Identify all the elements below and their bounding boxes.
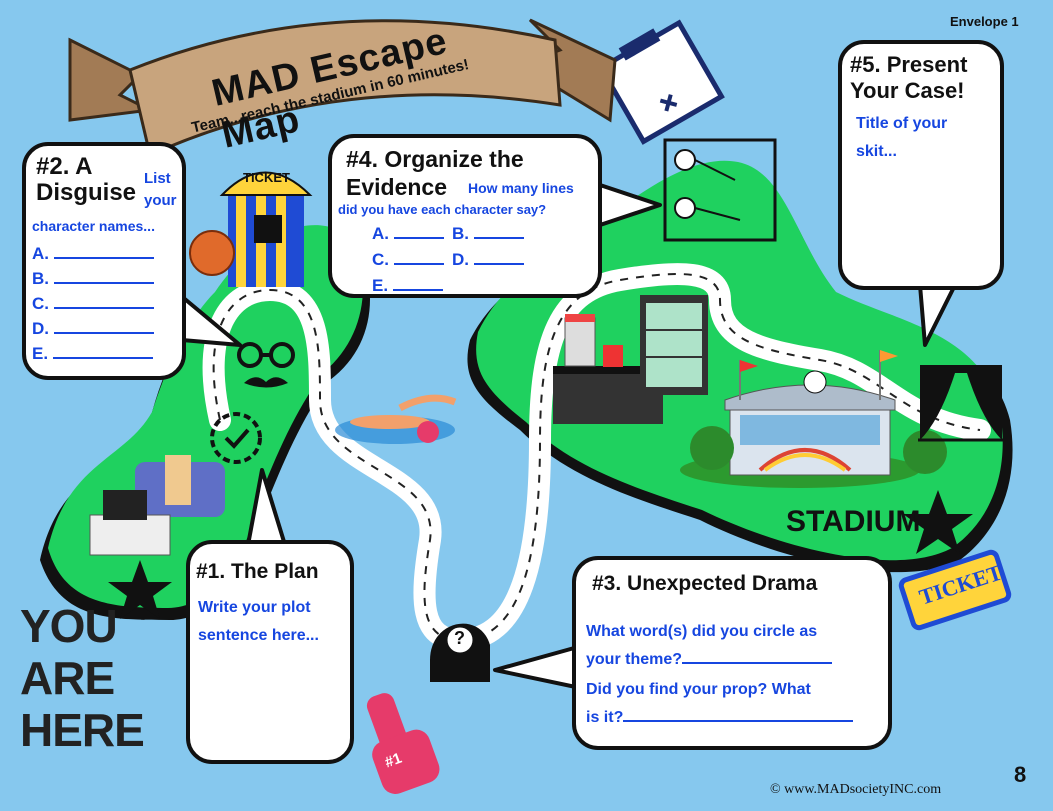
disguise-bubble: #2. A Disguise List your character names… bbox=[22, 142, 186, 380]
answer-blank[interactable] bbox=[53, 307, 154, 309]
answer-blank[interactable] bbox=[682, 662, 833, 664]
clipboard-icon bbox=[597, 19, 725, 145]
page-number: 8 bbox=[1014, 762, 1027, 787]
evidence-board-icon bbox=[663, 138, 777, 242]
list-item: D. bbox=[452, 250, 524, 270]
list-item: E. bbox=[32, 344, 154, 364]
banner-scroll bbox=[68, 18, 617, 158]
present-bubble: #5. Present Your Case! Title of your ski… bbox=[838, 40, 1004, 290]
evidence-title-line2: Evidence bbox=[346, 174, 447, 200]
list-item: E. bbox=[372, 276, 444, 296]
plan-title: #1. The Plan bbox=[196, 560, 319, 583]
list-item: C. bbox=[372, 250, 444, 270]
list-item: B. bbox=[452, 224, 524, 244]
mystery-label: ? bbox=[454, 628, 465, 648]
list-item: A. bbox=[372, 224, 444, 244]
mystery-head-icon bbox=[430, 623, 490, 682]
basketball-icon bbox=[189, 230, 235, 276]
evidence-bubble: #4. Organize the Evidence How many lines… bbox=[328, 134, 602, 298]
answer-blank[interactable] bbox=[473, 237, 524, 239]
drinks-fridge-icon bbox=[640, 295, 708, 395]
ticket-booth-label: TICKET bbox=[243, 170, 290, 185]
plan-bubble: #1. The Plan Write your plot sentence he… bbox=[186, 540, 354, 764]
swimmer-icon bbox=[350, 394, 457, 443]
star-icon bbox=[903, 490, 973, 554]
ticket-booth-icon bbox=[219, 171, 313, 287]
present-prompt: Title of your skit... bbox=[856, 115, 948, 160]
list-item: D. bbox=[32, 319, 154, 339]
answer-blank[interactable] bbox=[53, 332, 154, 334]
answer-blank[interactable] bbox=[53, 282, 154, 284]
evidence-prompt-a: How many lines bbox=[468, 180, 574, 196]
disguise-list: A. B. C. D. E. bbox=[32, 244, 154, 369]
answer-blank[interactable] bbox=[623, 720, 854, 722]
answer-blank[interactable] bbox=[52, 357, 153, 359]
stadium-label: STADIUM bbox=[786, 505, 921, 538]
drama-question-1: What word(s) did you circle as your them… bbox=[586, 618, 833, 674]
drama-bubble: #3. Unexpected Drama What word(s) did yo… bbox=[572, 556, 892, 750]
answer-blank[interactable] bbox=[393, 263, 444, 265]
star-icon bbox=[108, 560, 172, 619]
disguise-prompt-a: List your bbox=[144, 170, 177, 209]
present-title: #5. Present Your Case! bbox=[850, 52, 968, 103]
stage-curtain-icon bbox=[918, 365, 1004, 442]
answer-blank[interactable] bbox=[473, 263, 524, 265]
drama-title: #3. Unexpected Drama bbox=[592, 572, 818, 595]
evidence-title-line1: #4. Organize the bbox=[346, 146, 524, 172]
evidence-right-list: B. D. bbox=[452, 224, 524, 270]
living-room-icon bbox=[89, 455, 225, 556]
plan-gear-icon bbox=[210, 412, 262, 464]
ticket-stub-icon bbox=[898, 549, 1012, 631]
drama-question-2: Did you find your prop? What is it? bbox=[586, 676, 854, 732]
copyright: © www.MADsocietyINC.com bbox=[770, 782, 942, 797]
plan-prompt: Write your plot sentence here... bbox=[198, 599, 319, 644]
answer-blank[interactable] bbox=[392, 289, 443, 291]
stadium-icon bbox=[680, 350, 920, 488]
answer-blank[interactable] bbox=[53, 257, 154, 259]
foam-finger-icon bbox=[366, 693, 440, 794]
evidence-left-list: A. C. E. bbox=[372, 224, 444, 296]
envelope-label: Envelope 1 bbox=[950, 14, 1019, 29]
disguise-prompt-b: character names... bbox=[32, 218, 155, 234]
you-are-here-label: YOU ARE HERE bbox=[20, 600, 145, 756]
disguise-title: #2. A Disguise bbox=[36, 153, 137, 206]
list-item: A. bbox=[32, 244, 154, 264]
answer-blank[interactable] bbox=[393, 237, 444, 239]
list-item: C. bbox=[32, 294, 154, 314]
disguise-icon bbox=[237, 342, 295, 388]
evidence-prompt-b: did you have each character say? bbox=[338, 202, 547, 217]
list-item: B. bbox=[32, 269, 154, 289]
